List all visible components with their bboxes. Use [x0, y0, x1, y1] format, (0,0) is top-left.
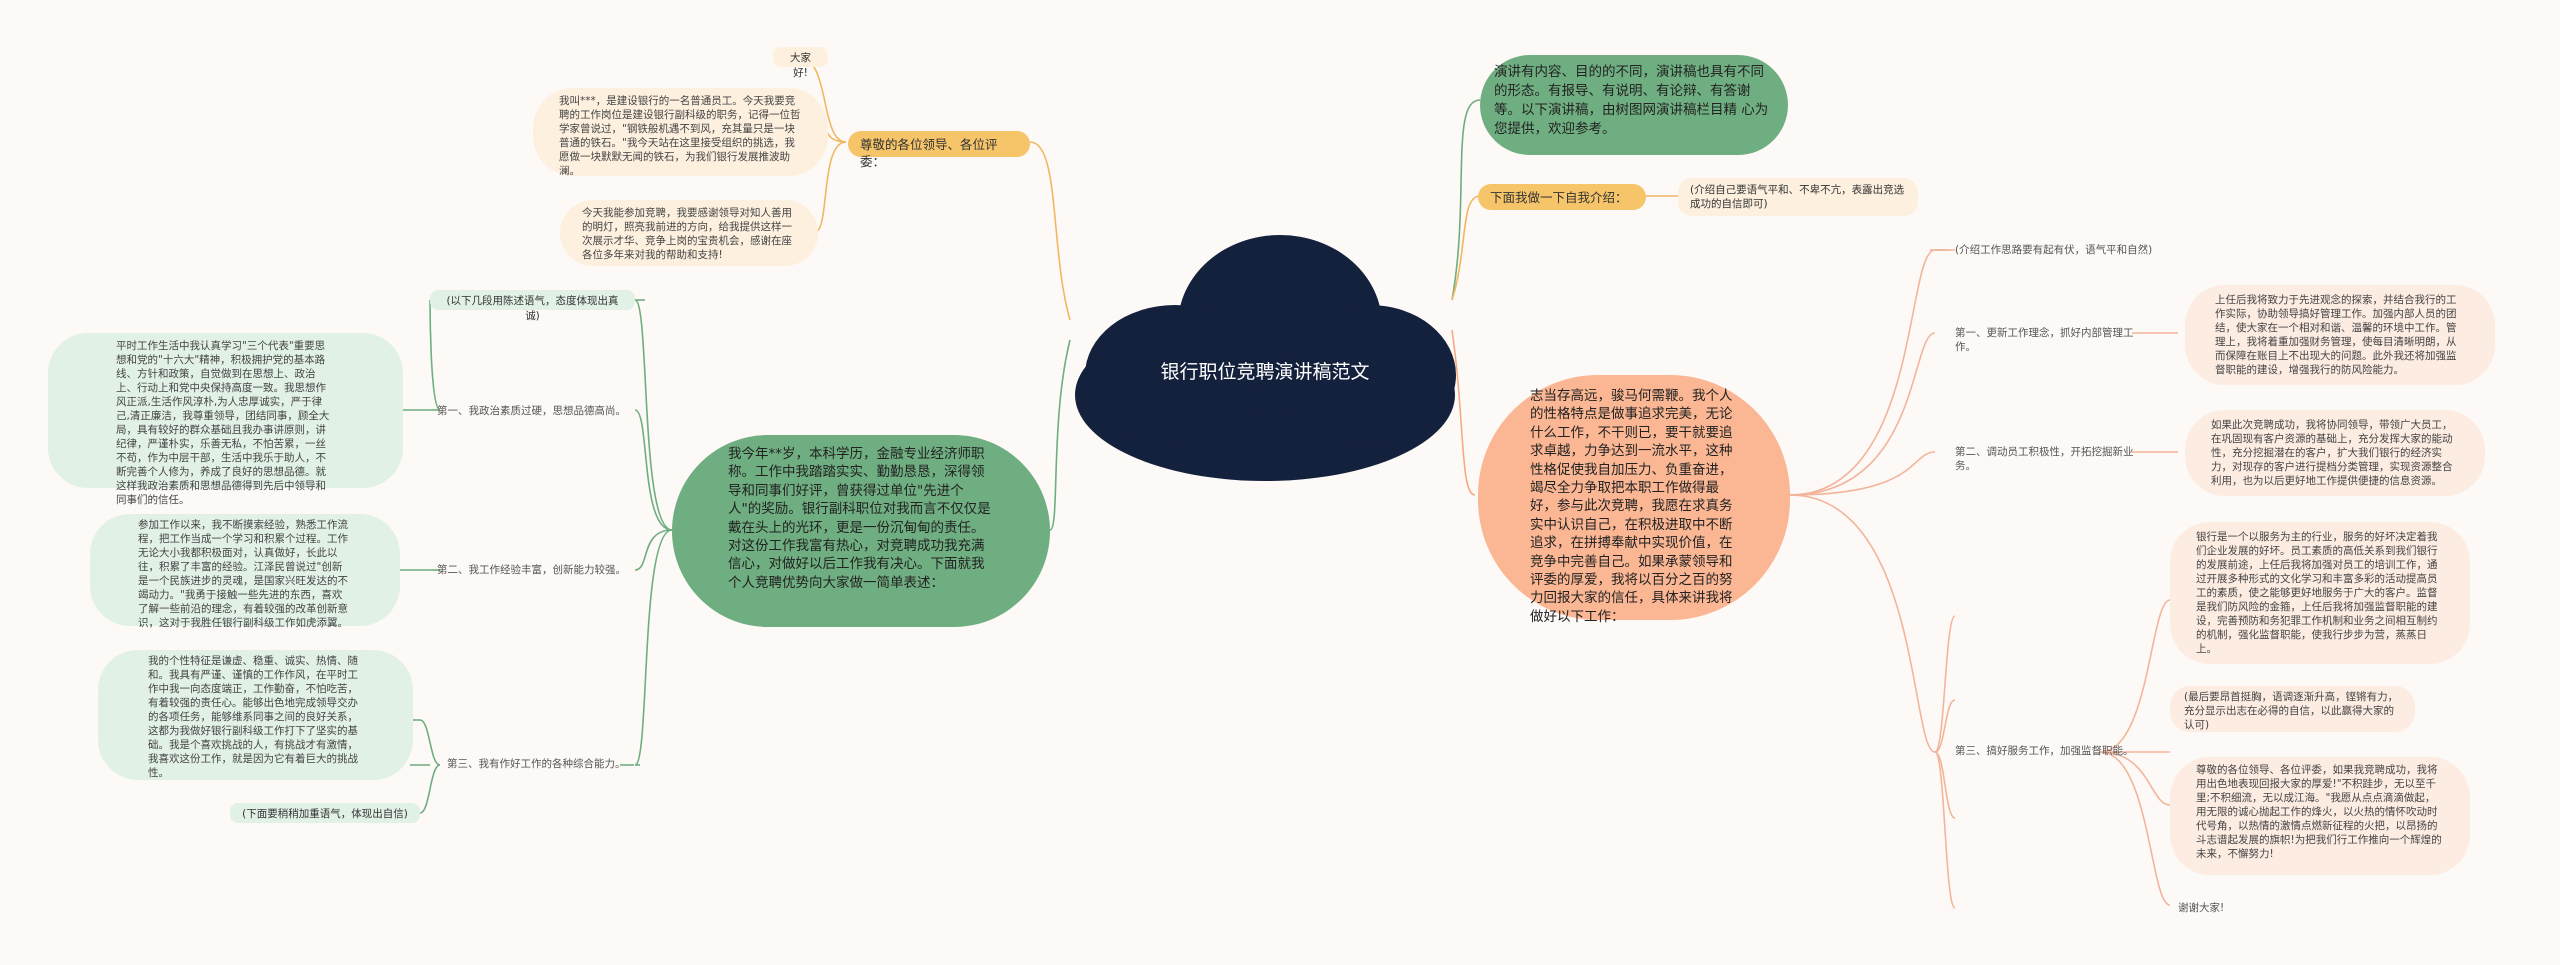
- root-title: 银行职位竞聘演讲稿范文: [1160, 360, 1370, 383]
- right-end-note: (最后要昂首挺胸，语调逐渐升高，铿锵有力，充分显示出志在必得的自信，以此赢得大家…: [2170, 686, 2415, 732]
- left-end-note: (下面要稍稍加重语气，体现出自信): [230, 803, 420, 823]
- left-item2-label: 第二、我工作经验丰富，创新能力较强。: [437, 564, 626, 576]
- self-intro-note: (介绍自己要语气平和、不卑不亢，表露出竞选成功的自信即可): [1678, 178, 1918, 216]
- right-main-node: 志当存高远，骏马何需鞭。我个人的性格特点是做事追求完美，无论什么工作，不干则已，…: [1478, 375, 1790, 625]
- right-closing: 尊敬的各位领导、各位评委，如果我竞聘成功，我将用出色地表现回报大家的厚爱!"不积…: [2170, 757, 2470, 875]
- greet-text-2: 今天我能参加竞聘，我要感谢领导对知人善用的明灯，照亮我前进的方向，给我提供这样一…: [560, 200, 818, 266]
- right-item3-label: 第三、搞好服务工作，加强监督职能。: [1955, 745, 2134, 757]
- left-item3-text: 我的个性特征是谦虚、稳重、诚实、热情、随和。我具有严谨、谨慎的工作作风，在平时工…: [98, 650, 413, 780]
- right-note-top: (介绍工作思路要有起有伏，语气平和自然): [1955, 244, 2153, 256]
- right-item2-text: 如果此次竞聘成功，我将协同领导，带领广大员工，在巩固现有客户资源的基础上，充分发…: [2185, 410, 2485, 496]
- root-cloud: [1075, 235, 1456, 481]
- greet-text-1: 我叫***，是建设银行的一名普通员工。今天我要竞聘的工作岗位是建设银行副科级的职…: [533, 88, 828, 177]
- left-item2-text: 参加工作以来，我不断摸索经验，熟悉工作流程，把工作当成一个学习和积累个过程。工作…: [90, 514, 400, 629]
- right-thanks: 谢谢大家!: [2178, 902, 2225, 914]
- left-item3-label: 第三、我有作好工作的各种综合能力。: [447, 758, 626, 770]
- right-item2-label: 第二、调动员工积极性，开拓挖掘新业务。: [1955, 446, 2134, 472]
- intro-node: 演讲有内容、目的的不同，演讲稿也具有不同的形态。有报导、有说明、有论辩、有答谢等…: [1480, 55, 1788, 155]
- left-item1-label: 第一、我政治素质过硬，思想品德高尚。: [437, 405, 626, 417]
- greet-top: 大家好!: [773, 47, 828, 79]
- left-main-node: 我今年**岁，本科学历，金融专业经济师职称。工作中我踏踏实实、勤勤恳恳，深得领导…: [672, 435, 1050, 627]
- right-item1-text: 上任后我将致力于先进观念的探索，并结合我行的工作实际，协助领导搞好管理工作。加强…: [2185, 285, 2495, 385]
- self-intro-label: 下面我做一下自我介绍：: [1478, 184, 1646, 210]
- greet-label: 尊敬的各位领导、各位评委：: [848, 131, 1030, 169]
- right-item1-label: 第一、更新工作理念，抓好内部管理工作。: [1955, 327, 2134, 353]
- left-note-top: (以下几段用陈述语气，态度体现出真诚): [430, 290, 635, 322]
- right-item3-text: 银行是一个以服务为主的行业，服务的好坏决定着我们企业发展的好坏。员工素质的高低关…: [2170, 522, 2470, 664]
- left-item1-text: 平时工作生活中我认真学习"三个代表"重要思想和党的"十六大"精神，积极拥护党的基…: [48, 333, 403, 506]
